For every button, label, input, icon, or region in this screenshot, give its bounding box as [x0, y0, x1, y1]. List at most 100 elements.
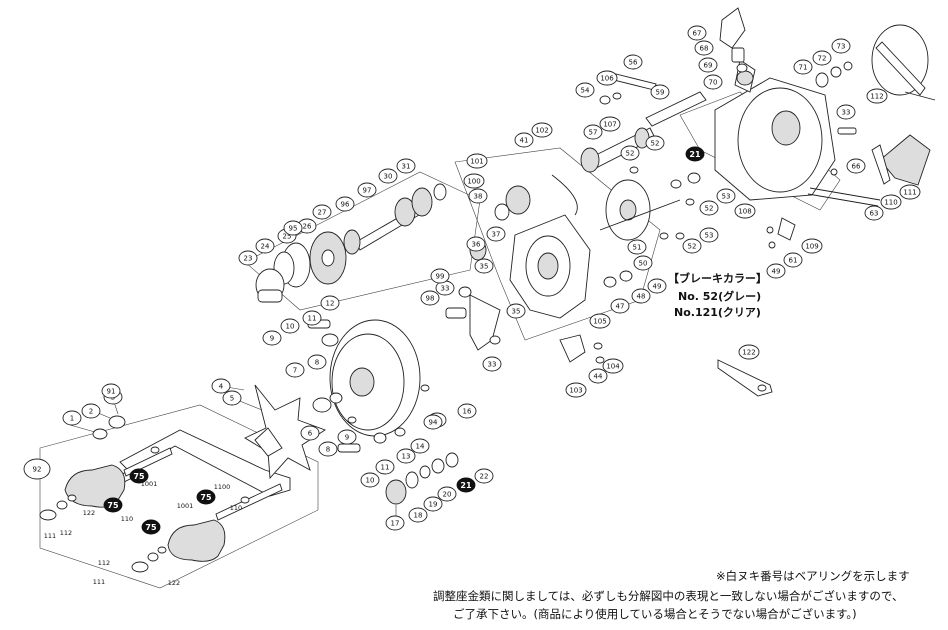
callout-50: 50: [633, 255, 653, 271]
callout-37: 37: [486, 226, 506, 242]
callout-number: 49: [772, 268, 781, 276]
callout-number: 109: [805, 243, 818, 251]
callout-ring: [699, 227, 719, 243]
callout-ring: [716, 188, 736, 204]
callout-number: 68: [700, 45, 709, 53]
callout-number: 18: [414, 512, 423, 520]
callout-ring: [880, 194, 902, 210]
callout-36: 36: [466, 236, 486, 252]
callout-number: 107: [603, 121, 616, 129]
callout-ring: [466, 236, 486, 252]
callout-ring: [357, 182, 377, 198]
plain-label-1200: 112: [60, 529, 72, 537]
callout-75: 75: [129, 468, 149, 484]
callout-63: 63: [864, 205, 884, 221]
callout-ring: [62, 410, 82, 426]
callout-122: 122: [738, 344, 760, 360]
callout-ring: [101, 383, 121, 399]
callout-number: 52: [705, 205, 714, 213]
callout-number: 52: [626, 150, 635, 158]
plain-labels: 110 110 122 122 112 112 111 111 1001 100…: [44, 480, 242, 587]
callout-number: 111: [903, 189, 916, 197]
callout-24: 24: [255, 238, 275, 254]
callout-number: 61: [789, 257, 798, 265]
callout-ring: [211, 378, 231, 394]
callout-67: 67: [687, 25, 707, 41]
callout-ring: [468, 188, 488, 204]
callout-ring: [699, 200, 719, 216]
callout-number: 21: [689, 150, 701, 159]
callout-number: 44: [594, 373, 603, 381]
callout-ring: [583, 124, 603, 140]
callout-8-2: 8: [318, 441, 338, 457]
callout-31: 31: [396, 158, 416, 174]
callout-7: 7: [285, 362, 305, 378]
plain-label-1001: 110: [121, 515, 133, 523]
callout-72: 72: [812, 50, 832, 66]
callout-99: 99: [430, 268, 450, 284]
plain-label-1300-b: 122: [168, 579, 180, 587]
callout-21: 21: [456, 477, 476, 493]
callout-number: 69: [704, 62, 713, 70]
callout-109: 109: [801, 238, 823, 254]
callout-ring: [255, 238, 275, 254]
callout-41: 41: [514, 132, 534, 148]
callout-95: 95: [283, 220, 303, 236]
callout-ring: [141, 519, 161, 535]
callout-ring: [846, 158, 866, 174]
callout-ring: [283, 220, 303, 236]
callout-ring: [734, 203, 756, 219]
callout-number: 35: [512, 308, 521, 316]
callout-ring: [456, 477, 476, 493]
callout-number: 97: [363, 187, 372, 195]
callout-ring: [623, 54, 643, 70]
callout-ring: [610, 298, 630, 314]
callout-ring: [596, 70, 618, 86]
callout-71: 71: [793, 59, 813, 75]
callout-number: 38: [474, 193, 483, 201]
callout-102: 102: [531, 122, 553, 138]
plain-label-1100-b: 111: [93, 578, 105, 586]
callout-ring: [645, 135, 665, 151]
callout-number: 23: [244, 255, 253, 263]
callout-ring: [631, 288, 651, 304]
callout-number: 8: [326, 446, 330, 454]
callout-number: 5: [230, 395, 234, 403]
callout-number: 75: [145, 523, 157, 532]
callout-ring: [766, 263, 786, 279]
callout-11: 11: [302, 310, 322, 326]
callout-ring: [312, 204, 332, 220]
callout-22: 22: [474, 468, 494, 484]
callout-number: 48: [637, 293, 646, 301]
callout-94: 94: [423, 414, 443, 430]
callout-ring: [698, 57, 718, 73]
callout-75-3: 75: [196, 489, 216, 505]
handle-assembly: [39, 384, 326, 589]
callout-number: 99: [436, 273, 445, 281]
callout-number: 11: [381, 464, 390, 472]
callout-61: 61: [783, 252, 803, 268]
callout-11-2: 11: [375, 459, 395, 475]
callout-ring: [514, 132, 534, 148]
callout-2: 2: [81, 403, 101, 419]
callout-number: 96: [341, 201, 350, 209]
callout-4: 4: [211, 378, 231, 394]
callout-52-2: 52: [645, 135, 665, 151]
callout-16: 16: [457, 403, 477, 419]
callout-19: 19: [423, 496, 443, 512]
callout-10: 10: [280, 318, 300, 334]
callout-number: 98: [426, 295, 435, 303]
callout-number: 103: [569, 387, 582, 395]
callout-ring: [531, 122, 553, 138]
disclaimer-line-2: ご了承下さい。(商品により使用している場合とそうでない場合がございます。): [453, 607, 857, 621]
plain-label-1400: 1001: [141, 480, 158, 488]
callout-68: 68: [694, 40, 714, 56]
callout-number: 14: [416, 443, 425, 451]
callout-number: 73: [837, 43, 846, 51]
callout-ring: [506, 303, 526, 319]
callout-number: 92: [33, 466, 42, 474]
callout-13: 13: [396, 448, 416, 464]
callout-ring: [836, 104, 856, 120]
callout-ring: [335, 196, 355, 212]
